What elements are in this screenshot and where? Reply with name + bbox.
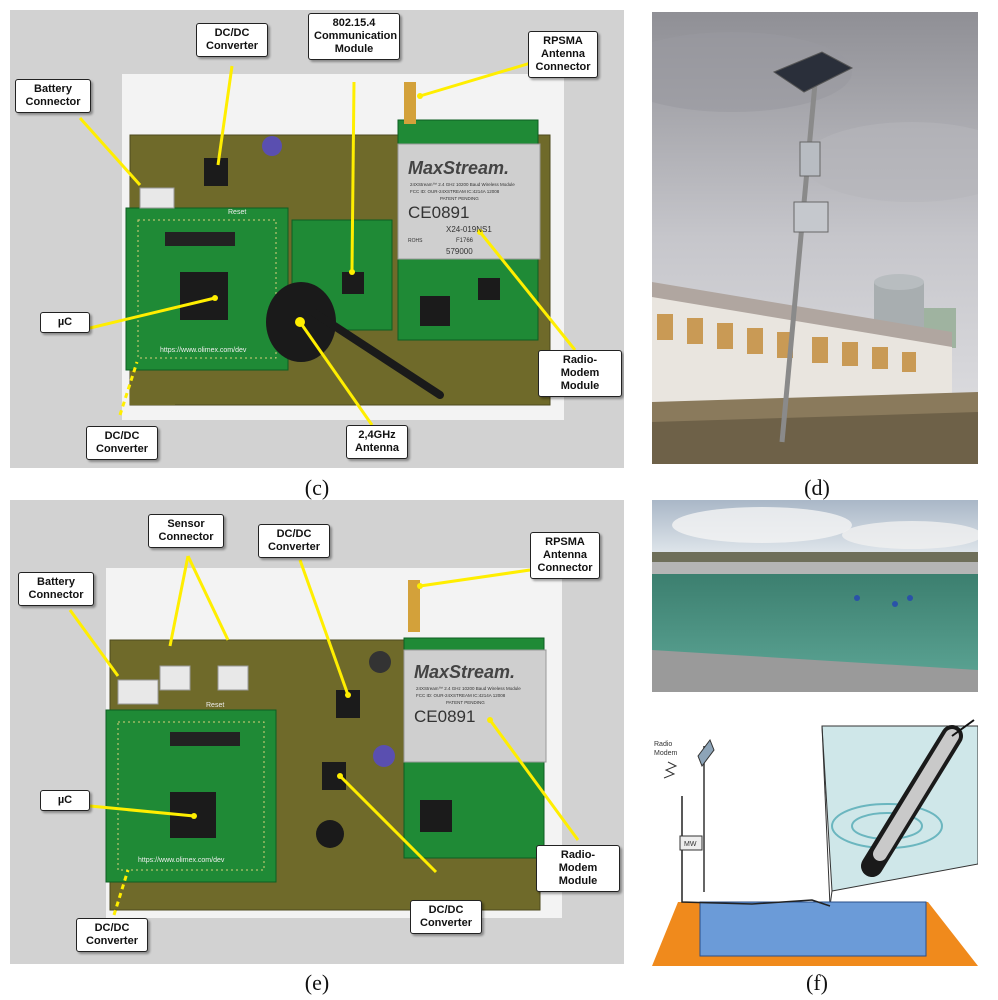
rohs-text: ROHS: [408, 238, 423, 244]
callout-dcdc-converter-top: DC/DC Converter: [196, 23, 268, 57]
pond-photo-illustration: [652, 500, 978, 692]
radio-modem-label-line1: Radio: [654, 741, 672, 748]
rpsma-connector: [408, 580, 420, 632]
panel-f-diagram: Radio Modem MW: [652, 716, 978, 966]
panel-d-photo: [652, 12, 978, 464]
callout-rpsma-connector: RPSMA Antenna Connector: [528, 31, 598, 78]
station-box: [799, 141, 821, 177]
callout-dcdc-converter-bottom: DC/DC Converter: [86, 426, 158, 460]
maxstream-model: 24XStream™ 2.4 GHz 10200 Baud Wireless M…: [410, 182, 515, 187]
callout-rpsma-connector: RPSMA Antenna Connector: [530, 532, 600, 579]
callout-radio-modem: Radio-Modem Module: [536, 845, 620, 892]
callout-microcontroller: µC: [40, 790, 90, 811]
pond-photo: [652, 500, 978, 692]
rpsma-connector: [404, 82, 416, 124]
callout-communication-module: 802.15.4 Communication Module: [308, 13, 400, 60]
f-code: F1766: [456, 238, 474, 244]
pond-water: [699, 901, 927, 957]
pond-sensor-diagram: Radio Modem MW: [652, 719, 978, 966]
callout-dcdc-converter-bottom: DC/DC Converter: [76, 918, 148, 952]
callout-dcdc-converter-mid: DC/DC Converter: [410, 900, 482, 934]
maxstream-fcc: FCC ID: OUR-24XSTREAM IC:4214A 12008: [416, 693, 506, 698]
maxstream-brand: MaxStream.: [408, 158, 509, 178]
panel-e-board-illustration: MaxStream. 24XStream™ 2.4 GHz 10200 Baud…: [68, 555, 580, 918]
callout-battery-connector: Battery Connector: [15, 79, 91, 113]
callout-dcdc-converter-top: DC/DC Converter: [258, 524, 330, 558]
caption-d: (d): [804, 475, 830, 500]
caption-c: (c): [304, 475, 330, 500]
olimex-url: https://www.olimex.com/dev: [138, 857, 225, 864]
maxstream-patent: PATENT PENDING: [446, 700, 485, 705]
panel-c-photo: MaxStream. 24XStream™ 2.4 GHz 10200 Baud…: [10, 10, 624, 468]
maxstream-patent: PATENT PENDING: [440, 196, 479, 201]
callout-sensor-connector: Sensor Connector: [148, 514, 224, 548]
weather-station-photo: [652, 12, 978, 464]
modem-box-label: MW: [684, 841, 697, 848]
callout-battery-connector: Battery Connector: [18, 572, 94, 606]
callout-radio-modem: Radio-Modem Module: [538, 350, 622, 397]
olimex-url: https://www.olimex.com/dev: [160, 347, 247, 354]
radio-waves-icon: [663, 761, 678, 779]
maxstream-brand: MaxStream.: [414, 662, 515, 682]
panel-c-board-illustration: MaxStream. 24XStream™ 2.4 GHz 10200 Baud…: [78, 60, 577, 426]
callout-microcontroller: µC: [40, 312, 90, 333]
solar-panel: [772, 51, 854, 93]
caption-e: (e): [304, 970, 330, 995]
callout-antenna: 2,4GHz Antenna: [346, 425, 408, 459]
maxstream-fcc: FCC ID: OUR-24XSTREAM IC:4214A 12008: [410, 189, 500, 194]
reset-label: Reset: [206, 702, 224, 709]
radio-antenna-icon: [697, 738, 715, 768]
barcode-number: 579000: [446, 247, 473, 256]
caption-f: (f): [806, 970, 828, 995]
ce-mark: CE0891: [414, 707, 475, 726]
maxstream-model: 24XStream™ 2.4 GHz 10200 Baud Wireless M…: [416, 686, 521, 691]
maxstream-shield: [397, 143, 541, 260]
maxstream-serial: X24-019NS1: [446, 225, 492, 234]
radio-modem-label-line2: Modem: [654, 750, 678, 757]
modem-box: [679, 835, 703, 851]
maxstream-shield: [403, 649, 547, 763]
reset-label: Reset: [228, 209, 246, 216]
panel-e-photo: MaxStream. 24XStream™ 2.4 GHz 10200 Baud…: [10, 500, 624, 964]
ce-mark: CE0891: [408, 203, 469, 222]
